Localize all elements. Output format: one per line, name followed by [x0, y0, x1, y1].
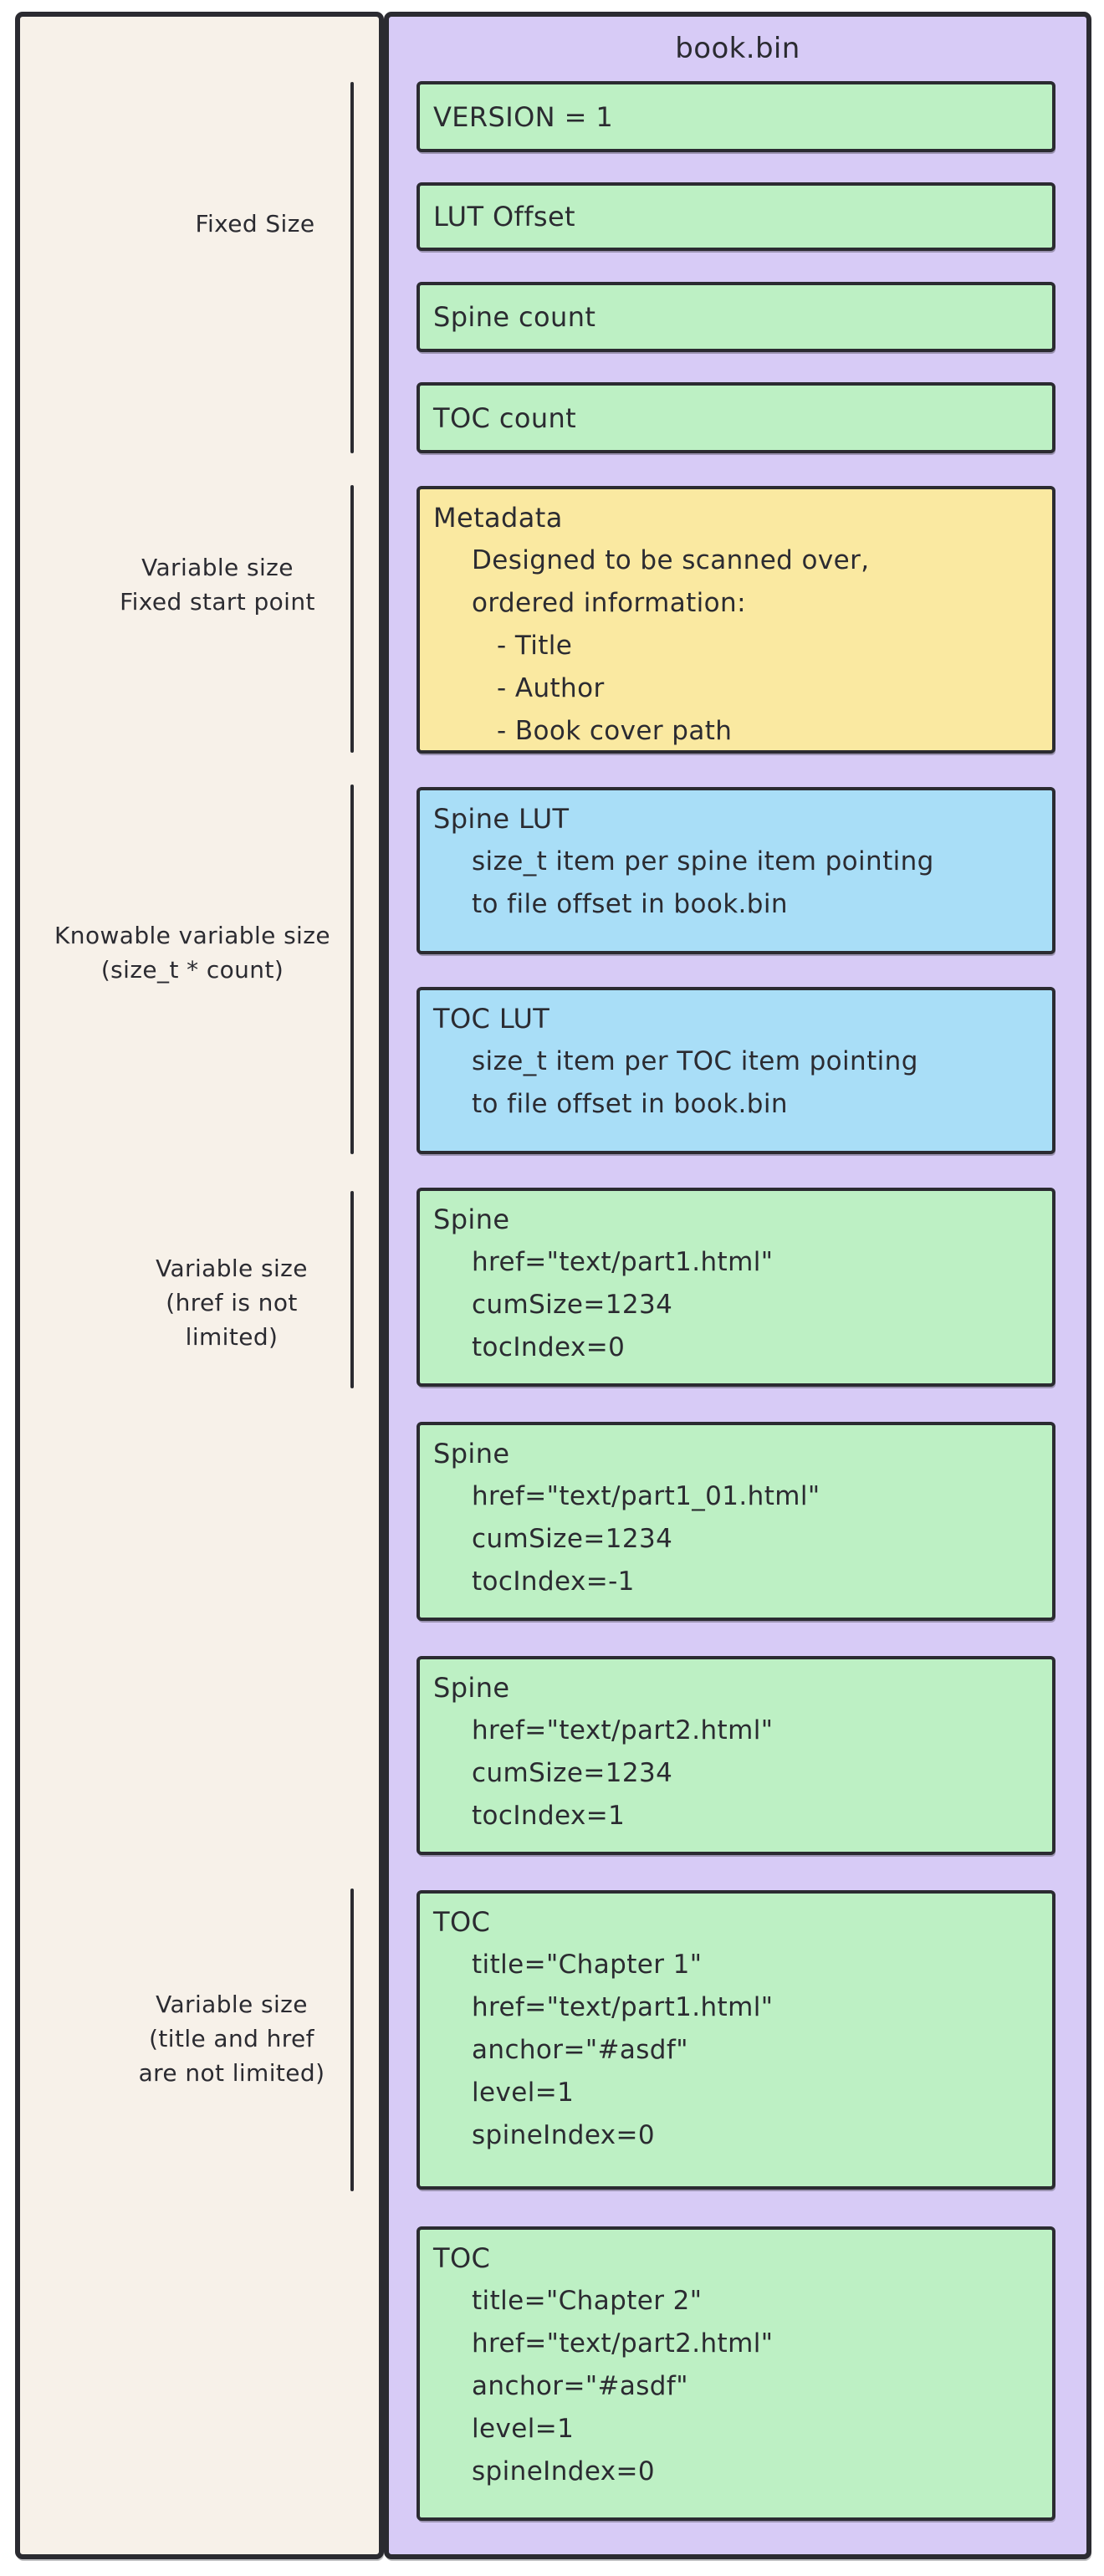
- box-lut-offset: LUT Offset: [417, 182, 1055, 251]
- box-line: title="Chapter 2": [472, 2286, 703, 2316]
- file-title: book.bin: [675, 32, 800, 65]
- box-line: size_t item per spine item pointing: [472, 846, 934, 877]
- box-title: TOC count: [433, 401, 577, 434]
- label-line: (size_t * count): [100, 956, 284, 984]
- box-title: Metadata: [433, 502, 563, 534]
- box-title: TOC LUT: [433, 1003, 550, 1035]
- box-line: cumSize=1234: [472, 1290, 673, 1320]
- box-title: VERSION = 1: [433, 100, 614, 133]
- box-title: Spine: [433, 1204, 510, 1235]
- box-title: Spine count: [433, 301, 596, 333]
- box-title: TOC: [433, 1906, 491, 1938]
- box-line: cumSize=1234: [472, 1524, 673, 1554]
- box-title: Spine: [433, 1672, 510, 1704]
- label-line: (title and href: [149, 2025, 314, 2052]
- box-toc-1: TOC title="Chapter 1" href="text/part1.h…: [417, 1890, 1055, 2190]
- bracket-variable-size-title-href: [350, 1889, 354, 2191]
- box-line: spineIndex=0: [472, 2456, 655, 2487]
- box-line: href="text/part2.html": [472, 2328, 774, 2359]
- box-title: TOC: [433, 2242, 491, 2274]
- box-line: anchor="#asdf": [472, 2371, 688, 2401]
- box-toc-2: TOC title="Chapter 2" href="text/part2.h…: [417, 2226, 1055, 2521]
- box-spine-3: Spine href="text/part2.html" cumSize=123…: [417, 1656, 1055, 1855]
- box-title: Spine LUT: [433, 803, 570, 835]
- label-variable-size-href: Variable size (href is not limited): [64, 1251, 399, 1354]
- box-spine-lut: Spine LUT size_t item per spine item poi…: [417, 787, 1055, 954]
- bracket-variable-size-href: [350, 1191, 354, 1388]
- box-line: title="Chapter 1": [472, 1950, 703, 1980]
- box-line: href="text/part1.html": [472, 1992, 774, 2022]
- label-line: Variable size: [141, 554, 294, 581]
- box-spine-count: Spine count: [417, 282, 1055, 352]
- box-line: - Title: [497, 631, 573, 661]
- label-line: Variable size: [156, 1991, 308, 2018]
- label-line: Knowable variable size: [54, 922, 330, 949]
- bracket-knowable-variable-size: [350, 785, 354, 1154]
- box-title: Spine: [433, 1438, 510, 1469]
- label-variable-size-title-href: Variable size (title and href are not li…: [64, 1987, 399, 2090]
- box-line: to file offset in book.bin: [472, 889, 788, 919]
- label-line: limited): [185, 1323, 279, 1351]
- box-line: to file offset in book.bin: [472, 1089, 788, 1119]
- box-line: ordered information:: [472, 588, 746, 618]
- box-toc-count: TOC count: [417, 382, 1055, 453]
- box-line: level=1: [472, 2078, 575, 2108]
- bracket-fixed-size: [350, 82, 354, 453]
- box-line: spineIndex=0: [472, 2120, 655, 2150]
- box-line: cumSize=1234: [472, 1758, 673, 1788]
- label-line: are not limited): [138, 2059, 325, 2087]
- box-spine-1: Spine href="text/part1.html" cumSize=123…: [417, 1188, 1055, 1387]
- box-line: href="text/part1.html": [472, 1247, 774, 1277]
- box-line: tocIndex=0: [472, 1332, 626, 1362]
- box-line: level=1: [472, 2414, 575, 2444]
- label-line: (href is not: [166, 1289, 298, 1316]
- left-annotation-panel: [15, 12, 384, 2559]
- box-line: href="text/part1_01.html": [472, 1481, 820, 1511]
- box-line: size_t item per TOC item pointing: [472, 1046, 918, 1076]
- box-line: Designed to be scanned over,: [472, 545, 870, 575]
- box-line: tocIndex=-1: [472, 1567, 635, 1597]
- box-version: VERSION = 1: [417, 81, 1055, 152]
- box-line: tocIndex=1: [472, 1801, 626, 1831]
- bracket-variable-size-fixed-start: [350, 485, 354, 753]
- box-line: - Author: [497, 673, 605, 703]
- label-knowable-variable-size: Knowable variable size (size_t * count): [25, 918, 360, 987]
- box-line: href="text/part2.html": [472, 1715, 774, 1745]
- label-line: Variable size: [156, 1255, 308, 1282]
- label-fixed-size: Fixed Size: [109, 207, 401, 241]
- label-line: Fixed Size: [195, 210, 315, 238]
- box-spine-2: Spine href="text/part1_01.html" cumSize=…: [417, 1422, 1055, 1621]
- box-metadata: Metadata Designed to be scanned over, or…: [417, 486, 1055, 754]
- label-variable-size-fixed-start: Variable size Fixed start point: [50, 550, 385, 619]
- label-line: Fixed start point: [120, 588, 315, 616]
- box-line: - Book cover path: [497, 716, 733, 746]
- box-toc-lut: TOC LUT size_t item per TOC item pointin…: [417, 987, 1055, 1154]
- box-title: LUT Offset: [433, 201, 575, 233]
- box-line: anchor="#asdf": [472, 2035, 688, 2065]
